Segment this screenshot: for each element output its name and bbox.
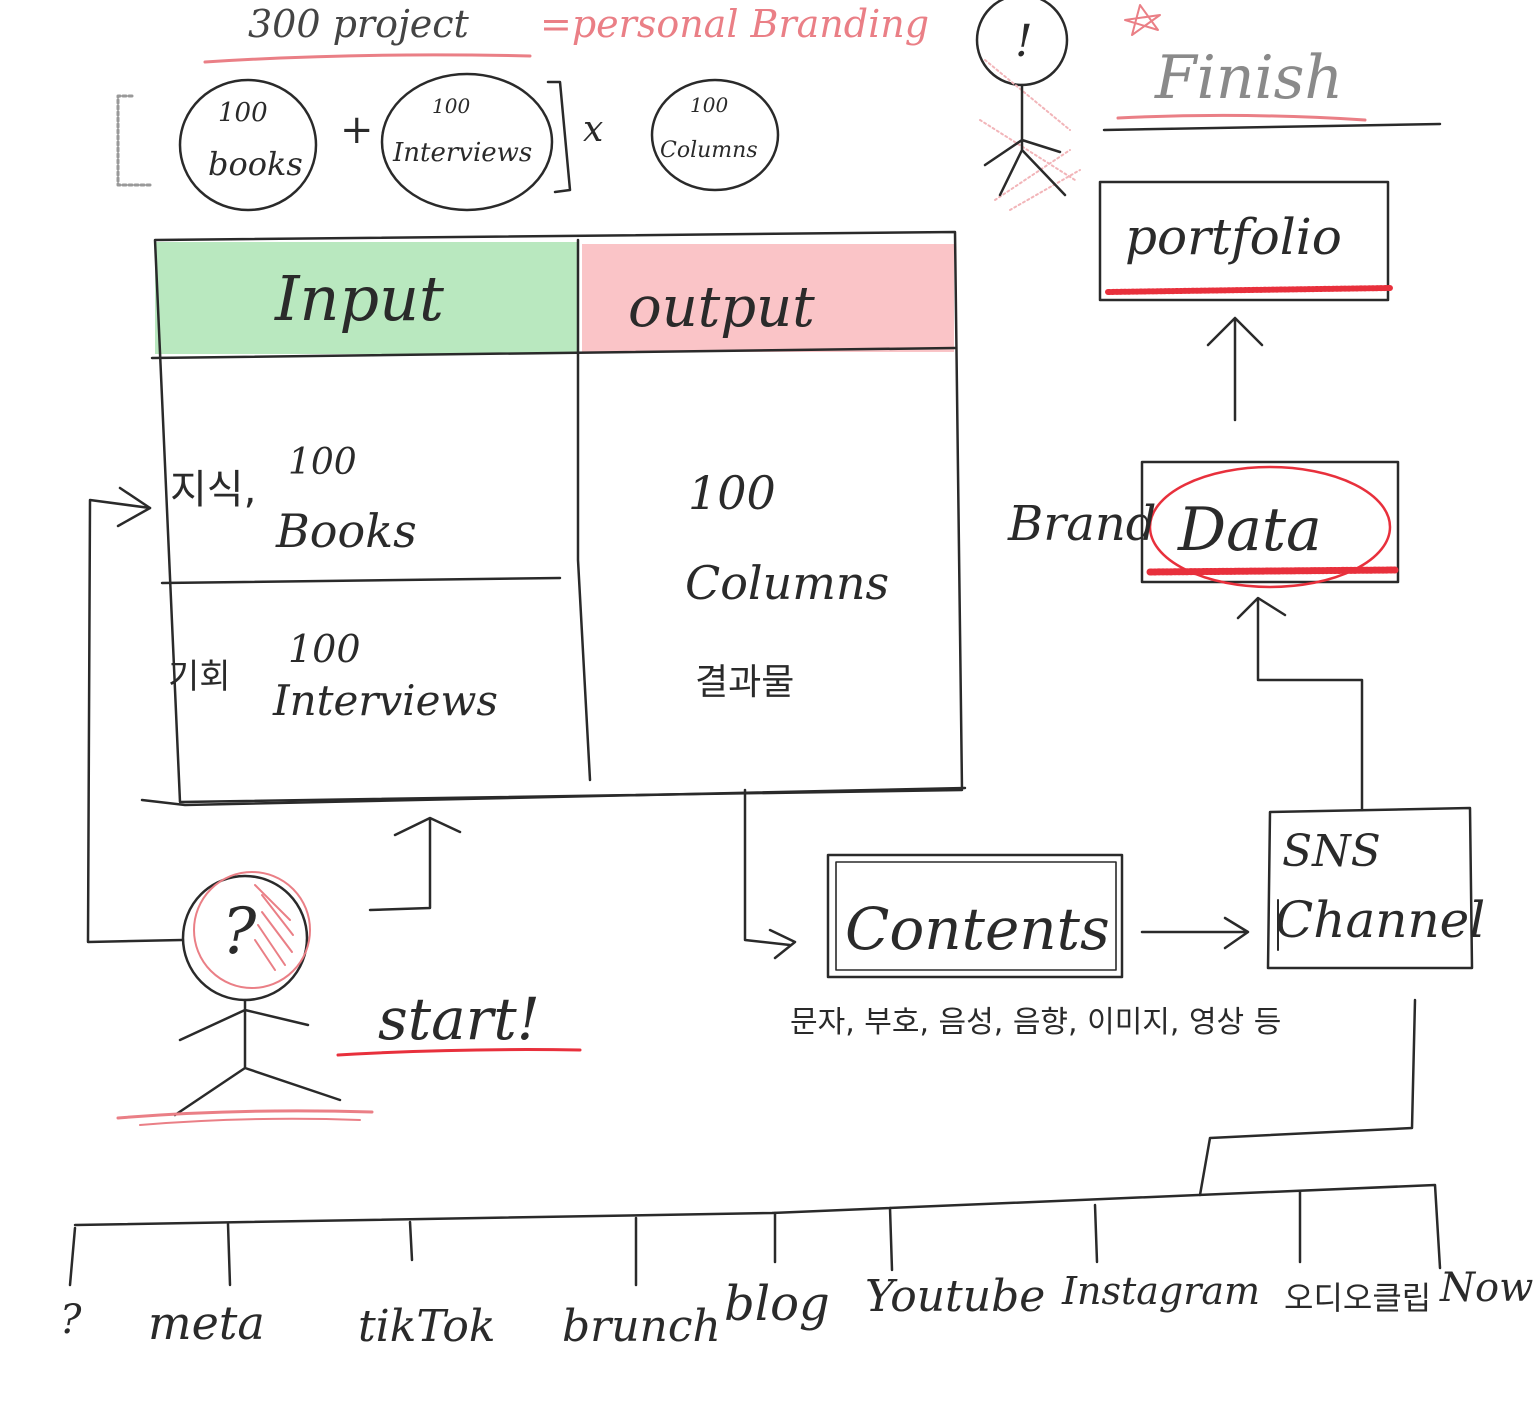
- arrow-contents-to-sns: [1140, 916, 1250, 950]
- loop-arrow-line: [86, 498, 184, 944]
- start-ground-2: [139, 1117, 361, 1126]
- channel-blog: blog: [724, 1276, 830, 1332]
- row-chance-item: Interviews: [273, 676, 498, 725]
- finish-pink-shade: [979, 59, 1081, 211]
- arrow-data-to-portfolio: [1206, 316, 1264, 422]
- channel-youtube: Youtube: [865, 1271, 1046, 1322]
- title-underline: [203, 53, 532, 64]
- circle-columns: [650, 78, 780, 192]
- circle-interviews: [380, 72, 554, 212]
- contents-types: 문자, 부호, 음성, 음향, 이미지, 영상 등: [790, 1005, 1282, 1040]
- data-underline: [1146, 566, 1399, 576]
- start-head-hatch: [254, 884, 294, 971]
- channels-drops: [68, 1190, 1302, 1287]
- project-title: 300 project: [248, 2, 469, 46]
- row-chance-label: 기회: [168, 657, 231, 697]
- row-knowledge-item: Books: [276, 504, 417, 558]
- channel-unknown: ?: [60, 1297, 82, 1343]
- contents-label: Contents: [845, 895, 1110, 963]
- arrow-table-to-contents: [743, 788, 797, 960]
- start-head-mark: ?: [222, 895, 257, 969]
- data-box: [1140, 460, 1400, 584]
- loop-arrowhead: [116, 486, 152, 528]
- formula-interviews-count: 100: [432, 94, 471, 118]
- start-up-arrow: [368, 816, 462, 912]
- arrow-sns-to-data: [1236, 596, 1364, 812]
- formula-books-label: books: [208, 145, 303, 183]
- channel-instagram: Instagram: [1062, 1269, 1261, 1313]
- formula-times: x: [583, 109, 604, 150]
- output-header-fill: [582, 244, 954, 352]
- channels-rail: [73, 1183, 1442, 1270]
- output-item: Columns: [685, 556, 890, 610]
- output-note: 결과물: [695, 662, 795, 703]
- table-outline: [153, 230, 964, 804]
- row-knowledge-count: 100: [288, 442, 357, 483]
- table-header-line: [150, 346, 957, 360]
- finish-rule: [1102, 122, 1442, 132]
- sns-to-channels-line: [1198, 998, 1417, 1197]
- finish-body: [983, 83, 1067, 197]
- brand-label: Brand: [1008, 496, 1157, 552]
- table-column-divider: [576, 238, 592, 782]
- start-ground: [116, 1109, 374, 1120]
- start-body: [173, 998, 342, 1117]
- formula-bracket-right: [546, 80, 572, 194]
- sns-label: SNS: [1282, 826, 1381, 877]
- formula-plus: +: [340, 107, 374, 153]
- finish-underline: [1116, 113, 1367, 122]
- channel-now: Now: [1440, 1265, 1534, 1311]
- channel-audioclip: 오디오클립: [1284, 1279, 1432, 1317]
- finish-star: [1124, 4, 1161, 36]
- output-count: 100: [688, 466, 776, 520]
- row-knowledge-label: 지식,: [170, 467, 257, 513]
- formula-columns-count: 100: [690, 93, 729, 117]
- row-chance-count: 100: [288, 627, 361, 671]
- sns-box: [1266, 806, 1474, 970]
- finish-head-mark: !: [1015, 16, 1033, 67]
- contents-box: [826, 853, 1124, 979]
- formula-columns-label: Columns: [660, 138, 758, 163]
- channel-label: Channel: [1275, 891, 1486, 949]
- channel-brunch: brunch: [562, 1301, 721, 1352]
- project-subtitle: =personal Branding: [540, 2, 930, 46]
- input-header: Input: [275, 262, 444, 335]
- start-underline: [336, 1048, 582, 1057]
- channel-meta: meta: [148, 1296, 265, 1350]
- input-header-fill: [155, 242, 578, 354]
- table-row-divider: [160, 576, 562, 585]
- circle-books: [178, 78, 318, 212]
- portfolio-underline: [1105, 285, 1393, 295]
- data-label: Data: [1178, 495, 1322, 565]
- data-ellipse: [1148, 465, 1392, 589]
- output-header: output: [628, 275, 815, 340]
- start-head-pink: [193, 871, 311, 989]
- portfolio-box: [1098, 180, 1390, 302]
- channel-tiktok: tikTok: [358, 1301, 496, 1352]
- table-bottom-extra: [140, 786, 967, 807]
- formula-bracket-left: [116, 94, 152, 187]
- start-label: start!: [378, 985, 540, 1053]
- formula-interviews-label: Interviews: [393, 138, 533, 168]
- portfolio-label: portfolio: [1125, 208, 1342, 266]
- contents-inner-box: [835, 861, 1117, 971]
- formula-books-count: 100: [218, 98, 268, 128]
- finish-label: Finish: [1155, 43, 1344, 113]
